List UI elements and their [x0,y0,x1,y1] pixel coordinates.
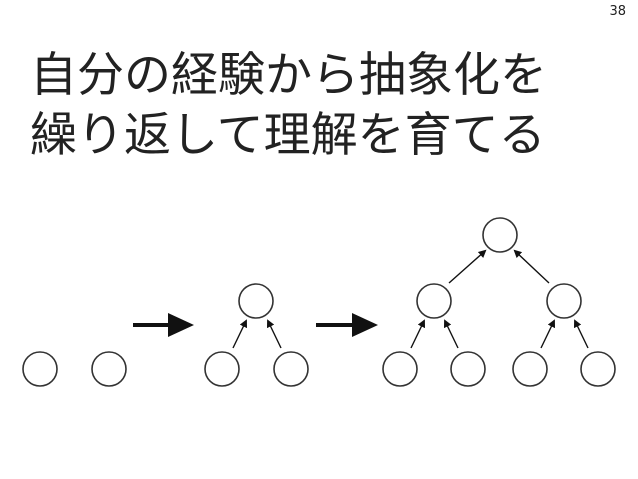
stage-3-leaf-2 [450,351,486,387]
stage-3-mid-right-node [546,283,582,319]
stage-3 [382,217,616,387]
stage-3-edge-mid-right-to-root [513,249,550,284]
stage-2-edge-right [266,319,282,349]
stage-2-child-left [204,351,240,387]
stage-2-child-right [273,351,309,387]
stage-3-edge-leaf-3 [540,319,556,349]
title-line-1: 自分の経験から抽象化を [30,48,547,103]
transition-arrow-2 [316,313,378,337]
stage-3-root-node [482,217,518,253]
stage-1-node-right [91,351,127,387]
stage-1 [22,351,127,387]
stage-2 [204,283,309,387]
stage-3-leaf-1 [382,351,418,387]
stage-2-edge-left [232,319,248,349]
transition-arrow-1 [133,313,194,337]
abstraction-tree-diagram [0,205,638,405]
stage-3-edge-leaf-2 [443,319,459,349]
stage-3-edge-leaf-4 [573,319,589,349]
stage-3-leaf-3 [512,351,548,387]
stage-3-edge-mid-left-to-root [448,249,487,284]
title-line-2: 繰り返して理解を育てる [30,108,546,163]
page-number: 38 [609,4,626,19]
stage-3-mid-left-node [416,283,452,319]
stage-1-node-left [22,351,58,387]
diagram-canvas [22,217,616,387]
stage-3-leaf-4 [580,351,616,387]
stage-3-edge-leaf-1 [410,319,426,349]
stage-2-parent-node [238,283,274,319]
slide-title: 自分の経験から抽象化を 繰り返して理解を育てる [30,46,620,166]
